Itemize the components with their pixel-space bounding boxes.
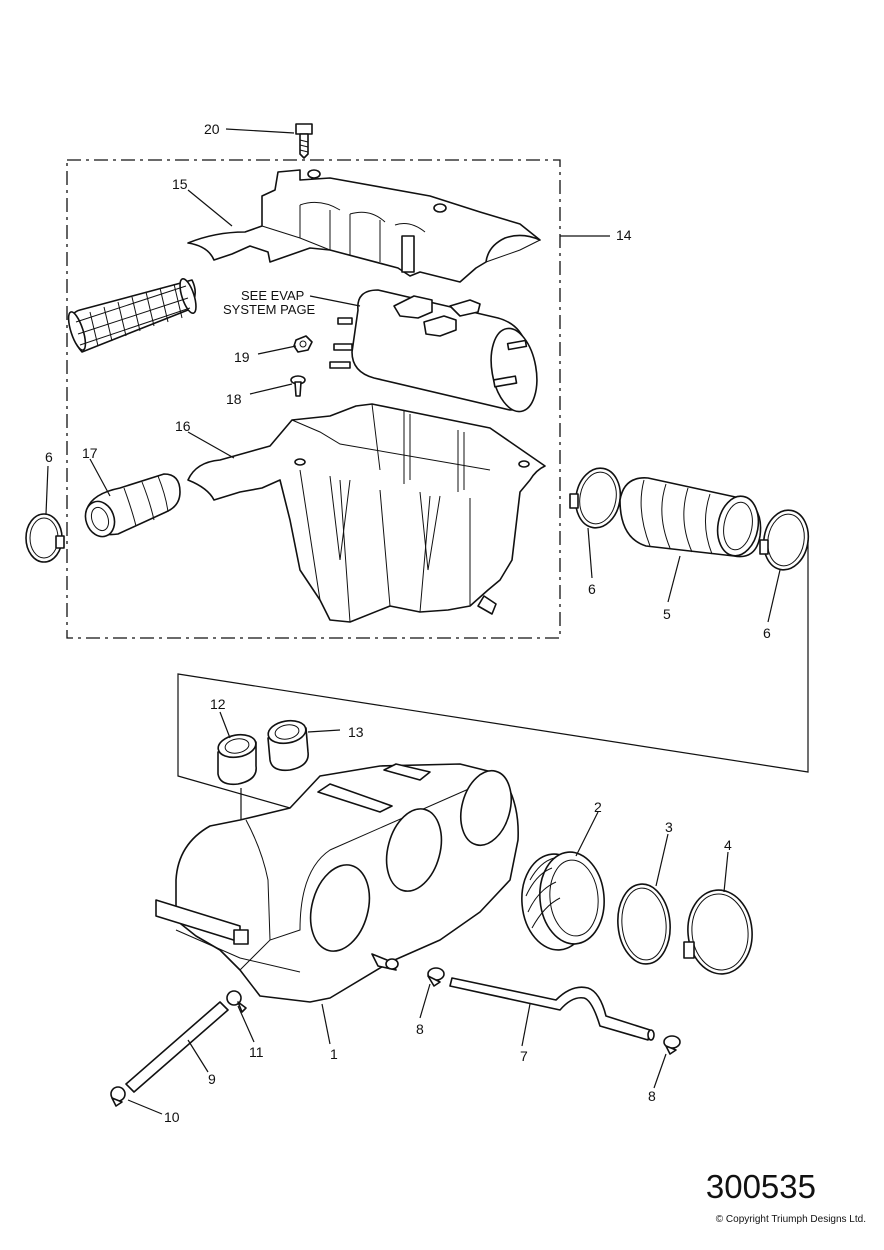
callout-20: 20	[204, 121, 220, 137]
part-nut-19	[293, 335, 313, 353]
callout-8-left: 8	[416, 1021, 424, 1037]
part-bolt-20	[295, 123, 313, 159]
part-tube-9	[125, 1001, 229, 1093]
part-clamp-6-mid	[569, 467, 622, 529]
callout-10: 10	[164, 1109, 180, 1125]
part-screw-18	[290, 375, 306, 397]
part-lower-airbox-16	[187, 403, 546, 623]
part-hose-7	[449, 977, 655, 1041]
part-clamp-4	[683, 889, 753, 975]
callout-14: 14	[616, 227, 632, 243]
copyright-notice: © Copyright Triumph Designs Ltd.	[715, 1214, 866, 1225]
part-filter-mesh	[67, 277, 197, 353]
callout-8-right: 8	[648, 1088, 656, 1104]
callout-15: 15	[172, 176, 188, 192]
callout-1: 1	[330, 1046, 338, 1062]
callout-6-right: 6	[763, 625, 771, 641]
callout-2: 2	[594, 799, 602, 815]
part-evap-canister	[329, 289, 538, 413]
part-sleeve-13	[267, 719, 309, 772]
callout-13: 13	[348, 724, 364, 740]
callout-11: 11	[249, 1044, 264, 1060]
leader-lines	[45, 128, 781, 1115]
callout-7: 7	[520, 1048, 528, 1064]
callout-3: 3	[665, 819, 673, 835]
callout-12: 12	[210, 696, 226, 712]
note-line-2: SYSTEM PAGE	[223, 302, 316, 317]
callout-17: 17	[82, 445, 98, 461]
part-clamp-6-right	[759, 509, 810, 571]
drawing-number: 300535	[705, 1168, 816, 1205]
part-bellows-2	[521, 851, 605, 951]
callout-19: 19	[234, 349, 250, 365]
part-clip-8-left	[427, 967, 445, 987]
part-intake-boot-5	[619, 477, 762, 558]
callout-18: 18	[226, 391, 242, 407]
part-upper-cover-15	[187, 169, 541, 283]
part-clip-10	[110, 1086, 126, 1107]
callout-5: 5	[663, 606, 671, 622]
part-clip-11	[226, 990, 247, 1013]
note-line-1: SEE EVAP	[241, 288, 304, 303]
part-ring-3	[617, 883, 671, 965]
part-main-airbox-1	[155, 763, 519, 1003]
connection-line	[177, 540, 809, 809]
part-connector-17	[84, 473, 181, 538]
assembly-boundary	[66, 159, 561, 639]
part-sleeve-12	[217, 733, 257, 786]
part-clamp-6-left	[25, 513, 65, 563]
part-clip-8-right	[663, 1035, 681, 1055]
callout-6-mid: 6	[588, 581, 596, 597]
callout-16: 16	[175, 418, 191, 434]
callout-6-left: 6	[45, 449, 53, 465]
callout-labels: 20 15 14 19 18 16 17 6 6 5 6 12 13 2 3 4…	[45, 121, 771, 1125]
callout-4: 4	[724, 837, 732, 853]
callout-9: 9	[208, 1071, 216, 1087]
